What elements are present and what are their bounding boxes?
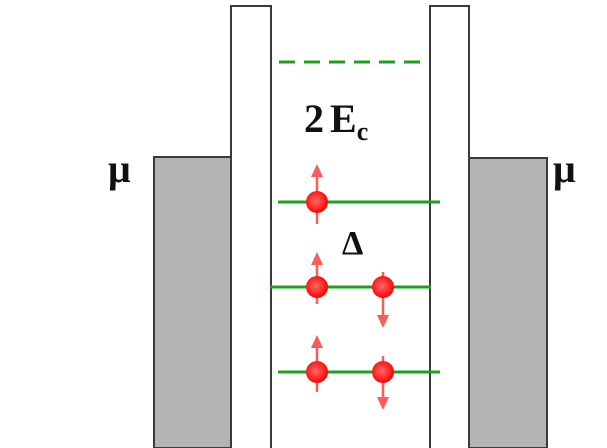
right-tunnel-barrier: [429, 5, 470, 448]
left-lead-mu-label: μ: [108, 146, 131, 191]
charging-energy-symbol: E: [330, 96, 357, 141]
electron: [306, 252, 328, 304]
charging-energy-subscript: c: [357, 117, 369, 146]
left-lead: [153, 156, 232, 448]
electron-dot: [372, 276, 394, 298]
electron-dot: [306, 191, 328, 213]
electrons: [306, 164, 394, 410]
right-lead-mu-label: μ: [553, 146, 576, 191]
left-tunnel-barrier: [230, 5, 272, 448]
spin-up-arrowhead-icon: [311, 335, 323, 348]
electron: [372, 272, 394, 328]
electron-dot: [306, 276, 328, 298]
spin-up-arrowhead-icon: [311, 252, 323, 265]
level-spacing-label: Δ: [342, 225, 363, 262]
right-lead: [468, 157, 548, 448]
electron-dot: [306, 361, 328, 383]
electron: [306, 335, 328, 392]
spin-up-arrowhead-icon: [311, 164, 323, 177]
electron-dot: [372, 361, 394, 383]
charging-energy-coeff: 2: [304, 96, 324, 141]
spin-down-arrowhead-icon: [377, 397, 389, 410]
spin-down-arrowhead-icon: [377, 315, 389, 328]
electron: [306, 164, 328, 224]
energy-levels: [270, 60, 440, 374]
electron: [372, 356, 394, 410]
